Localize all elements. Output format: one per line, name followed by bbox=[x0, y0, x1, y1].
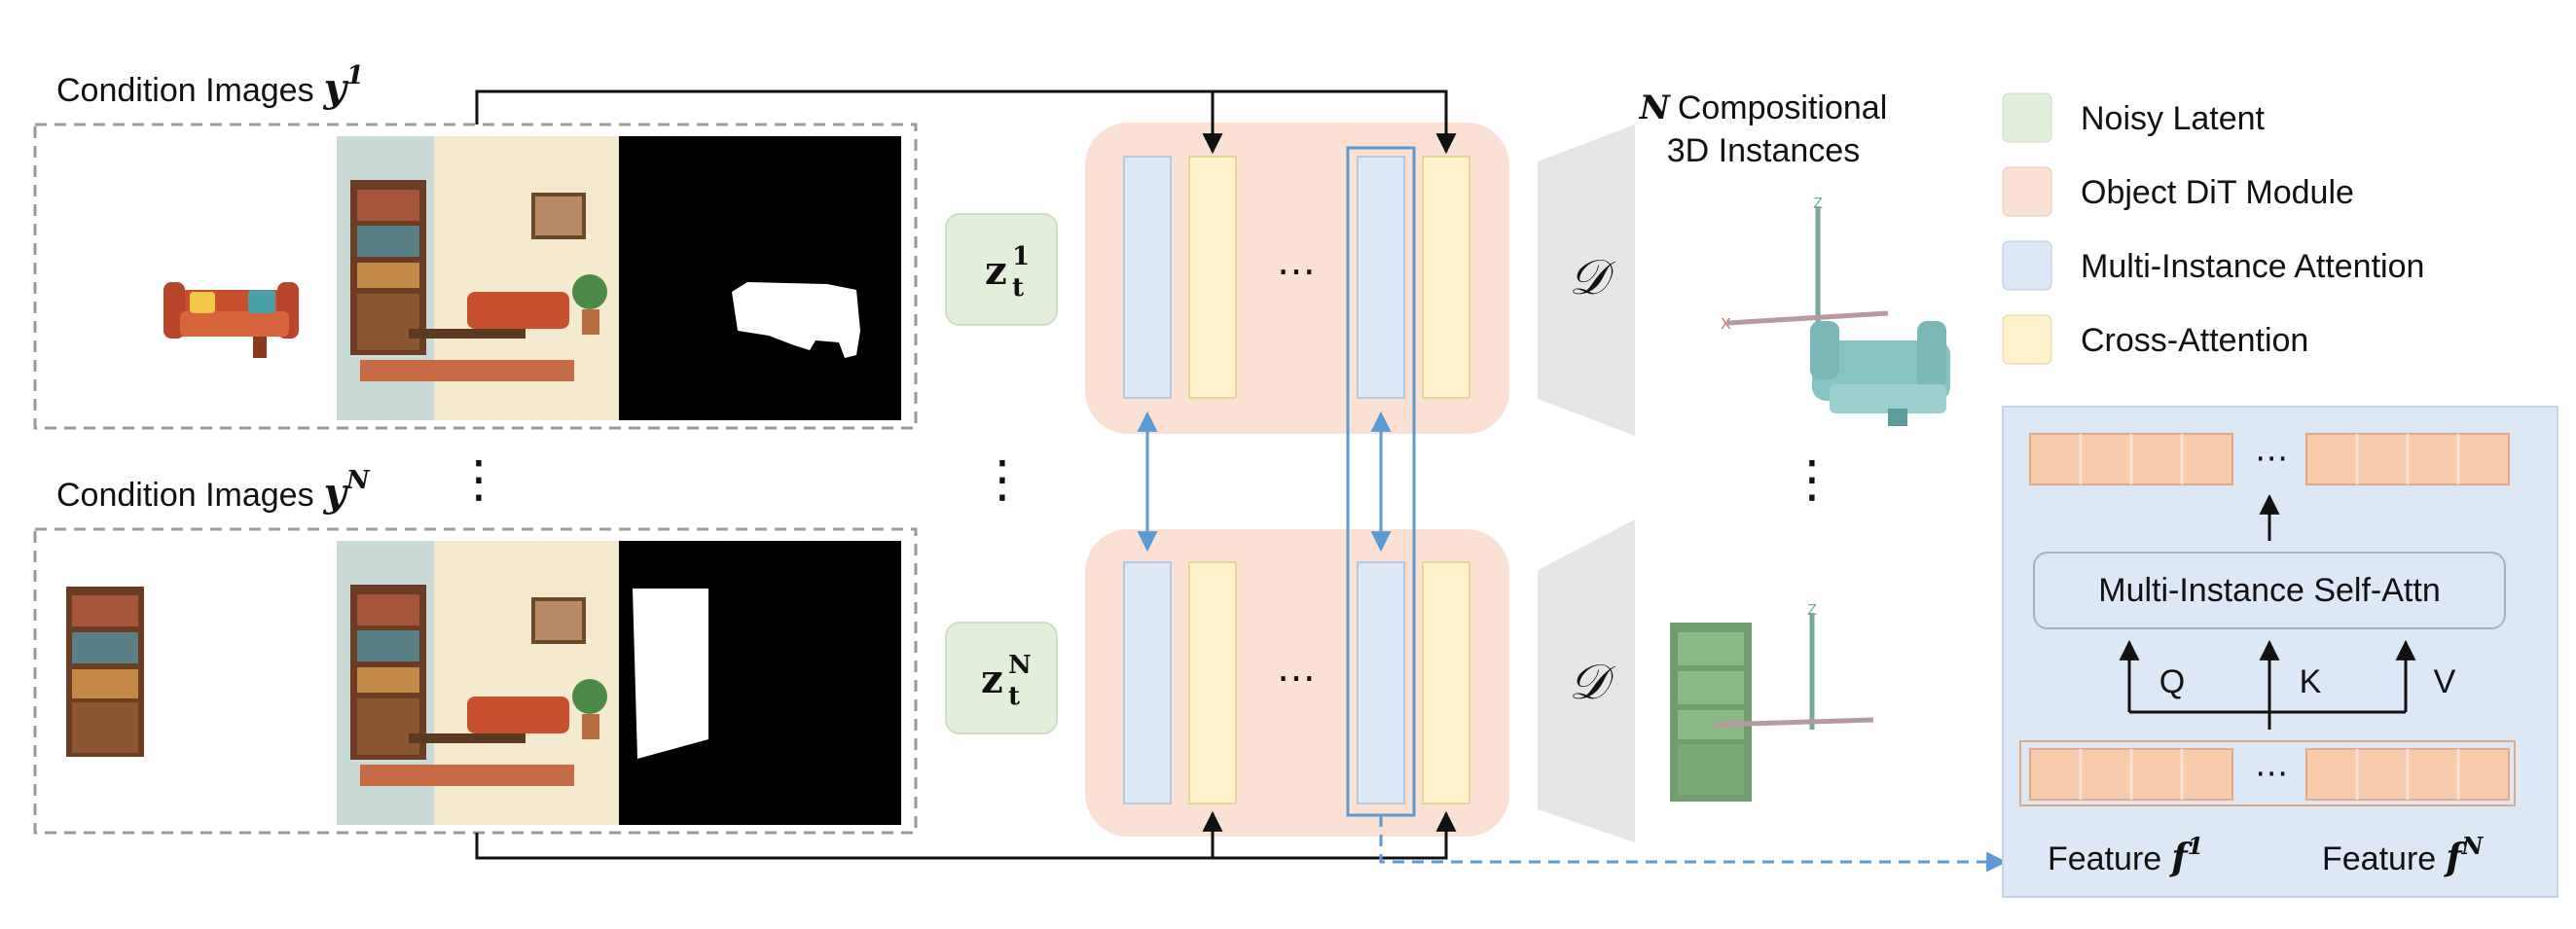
svg-text:Z: Z bbox=[1813, 196, 1823, 212]
svg-text:1: 1 bbox=[1012, 242, 1030, 271]
vdots-instances: ⋮ bbox=[1787, 451, 1837, 508]
legend-item-cross-attention: Cross-Attention bbox=[2002, 314, 2308, 365]
svg-text:t: t bbox=[1012, 273, 1024, 303]
zoom-link-arrow bbox=[1379, 815, 2008, 873]
room-scene-image-top bbox=[337, 136, 619, 420]
svg-text:⋯: ⋯ bbox=[2255, 755, 2288, 792]
cross-attention-block bbox=[1422, 561, 1470, 804]
svg-text:X: X bbox=[1721, 316, 1731, 333]
input-token-row: ⋯ bbox=[2019, 740, 2516, 806]
svg-text:z: z bbox=[985, 248, 1007, 294]
condition-arrow-top bbox=[475, 89, 1457, 155]
cross-attention-block bbox=[1422, 156, 1470, 399]
v-label: V bbox=[2434, 663, 2456, 700]
attention-panel: ⋯ Multi-Instance Self-Attn Q K V ⋯ bbox=[2002, 406, 2558, 898]
vdots-condition: ⋮ bbox=[454, 451, 504, 508]
mi-attention-block bbox=[1123, 156, 1172, 399]
legend: Noisy Latent Object DiT Module Multi-Ins… bbox=[2002, 92, 2424, 365]
legend-item-object-dit-module: Object DiT Module bbox=[2002, 166, 2354, 217]
instances-subtitle: 3D Instances bbox=[1667, 132, 1860, 169]
output-token-row: ⋯ bbox=[2029, 433, 2510, 485]
vdots-latent: ⋮ bbox=[977, 451, 1028, 508]
mi-attention-block bbox=[1123, 561, 1172, 804]
noisy-latent-top: z 1 t bbox=[945, 213, 1058, 326]
svg-text:Z: Z bbox=[1807, 602, 1817, 619]
bookshelf-object-image bbox=[66, 587, 144, 757]
bookshelf-mask-image bbox=[619, 541, 901, 825]
svg-text:N: N bbox=[1008, 651, 1032, 680]
bookshelf-3d-instance: Z bbox=[1670, 602, 1874, 802]
noisy-latent-bottom: z N t bbox=[945, 622, 1058, 734]
mi-attention-block bbox=[1357, 561, 1405, 804]
legend-item-multi-instance-attention: Multi-Instance Attention bbox=[2002, 240, 2424, 291]
svg-text:⋯: ⋯ bbox=[2255, 440, 2288, 477]
self-attn-label: Multi-Instance Self-Attn bbox=[2098, 572, 2440, 609]
svg-text:Cross-Attention: Cross-Attention bbox=[2081, 322, 2308, 359]
sofa-object-image bbox=[163, 282, 299, 358]
mi-attention-block bbox=[1357, 156, 1405, 399]
svg-text:Multi-Instance Attention: Multi-Instance Attention bbox=[2081, 248, 2424, 285]
svg-text:z: z bbox=[981, 657, 1003, 702]
dit-ellipsis-bottom: ⋯ bbox=[1277, 657, 1316, 699]
condition-arrow-bottom bbox=[475, 810, 1457, 860]
sofa-3d-instance: Z X bbox=[1721, 196, 1950, 426]
k-label: K bbox=[2300, 663, 2322, 700]
q-label: Q bbox=[2159, 663, 2185, 700]
svg-text:Object DiT Module: Object DiT Module bbox=[2081, 174, 2354, 211]
cross-attention-block bbox=[1188, 561, 1237, 804]
svg-text:Noisy Latent: Noisy Latent bbox=[2081, 100, 2266, 137]
legend-item-noisy-latent: Noisy Latent bbox=[2002, 92, 2266, 143]
decoder-bottom: 𝒟 bbox=[1538, 519, 1635, 842]
sofa-mask-image bbox=[619, 136, 901, 420]
svg-text:t: t bbox=[1008, 682, 1020, 711]
decoder-top: 𝒟 bbox=[1538, 125, 1635, 436]
dit-ellipsis-top: ⋯ bbox=[1277, 250, 1316, 293]
self-attn-block bbox=[2033, 552, 2506, 629]
cross-attention-block bbox=[1188, 156, 1237, 399]
room-scene-image-bottom bbox=[337, 541, 619, 825]
